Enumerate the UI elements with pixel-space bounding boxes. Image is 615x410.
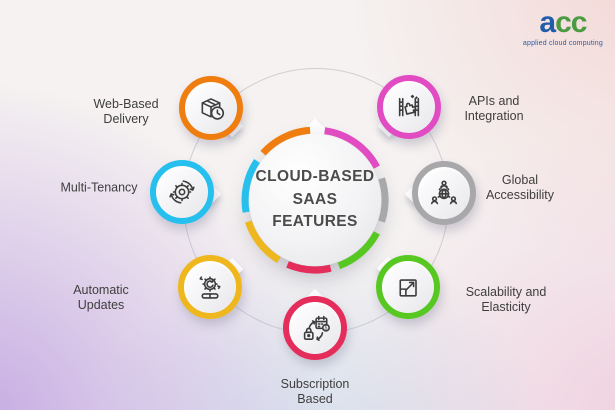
feature-circle-scalability-elasticity [376,255,440,319]
label-scalability-elasticity: Scalability and Elasticity [465,285,547,314]
feature-circle-automatic-updates [178,255,242,319]
label-apis-integration: APIs and Integration [464,94,524,123]
gear-update-icon [199,276,221,299]
svg-text:$: $ [325,326,328,332]
label-subscription-based: Subscription Based [280,377,350,406]
acc-logo-tagline: applied cloud computing [522,40,603,47]
gear-sync-icon [169,180,195,204]
feature-circle-apis-integration [377,75,441,139]
puzzle-integration-icon [398,94,420,117]
label-automatic-updates: Automatic Updates [73,283,129,312]
subscription-renewal-icon: $ [303,315,330,341]
feature-circle-web-based-delivery [179,76,243,140]
feature-circle-multi-tenancy [150,160,214,224]
label-multi-tenancy: Multi-Tenancy [60,180,138,195]
acc-logo: acc applied cloud computing [522,6,603,48]
package-clock-icon [201,98,225,120]
center-title: CLOUD-BASED SAAS FEATURES [255,168,375,231]
center-circle: CLOUD-BASED SAAS FEATURES [249,134,381,266]
label-web-based-delivery: Web-Based Delivery [93,97,159,126]
acc-logo-wordmark: acc [539,6,587,39]
label-global-accessibility: Global Accessibility [485,173,555,202]
feature-circle-global-accessibility [412,161,476,225]
feature-circle-subscription-based: $ [283,296,347,360]
globe-users-icon [430,180,458,205]
expand-arrows-icon [399,279,417,297]
